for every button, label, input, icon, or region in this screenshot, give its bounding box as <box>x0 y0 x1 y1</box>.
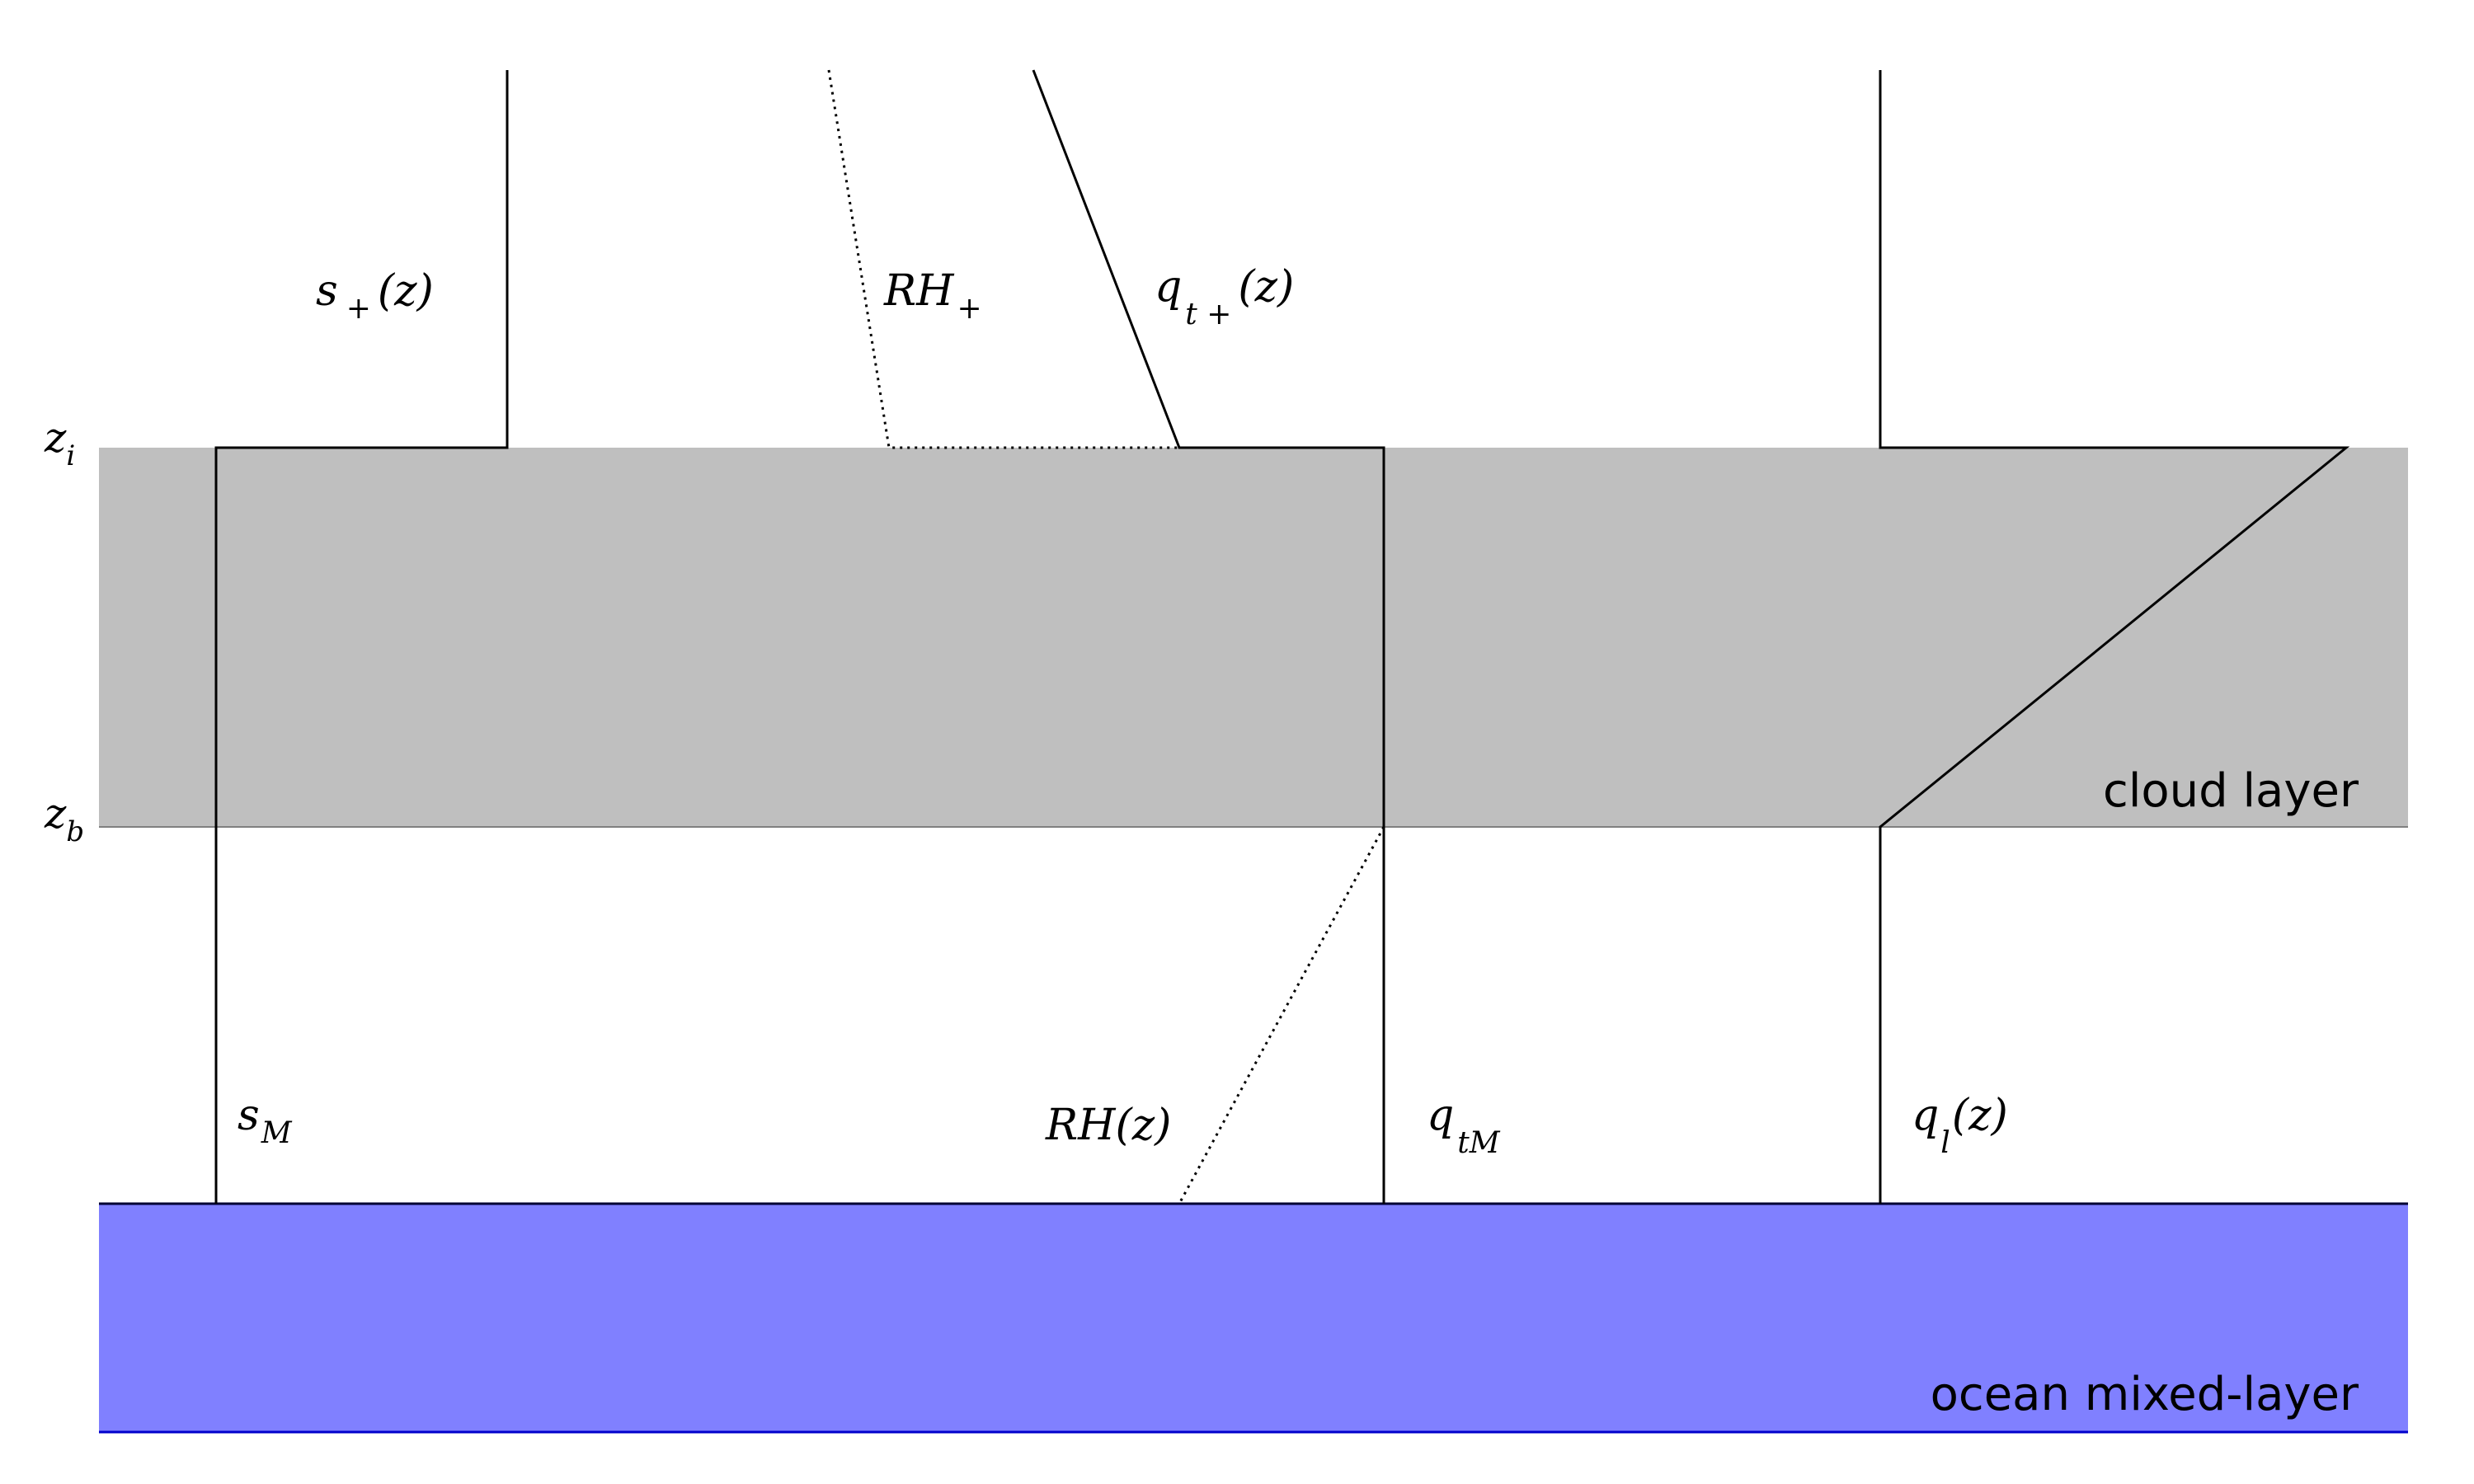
zb-label: zb <box>44 790 84 848</box>
ql-z-label: ql(z) <box>1912 1091 2008 1160</box>
rh-z-label: RH(z) <box>1045 1101 1171 1150</box>
rh-plus-label: RH+ <box>883 266 982 326</box>
zi-label: zi <box>44 414 75 472</box>
cloud-layer-band <box>99 448 2408 827</box>
ocean-mixed-layer-band <box>99 1204 2408 1433</box>
ocean-mixed-layer-label: ocean mixed-layer <box>1931 1368 2359 1421</box>
qt-profile-line <box>1032 69 1385 1204</box>
rh-plus-profile-line <box>827 69 1179 449</box>
rh-z-profile-line <box>1178 826 1385 1205</box>
s-plus-label: s+(z) <box>316 266 434 326</box>
cloud-layer-label: cloud layer <box>2103 764 2359 818</box>
s-m-label: sM <box>238 1091 293 1150</box>
ql-profile-line <box>1879 70 2350 1204</box>
s-profile-line <box>214 70 509 1204</box>
qt-plus-label: qt +(z) <box>1155 262 1294 331</box>
qt-m-label: qtM <box>1427 1091 1501 1160</box>
